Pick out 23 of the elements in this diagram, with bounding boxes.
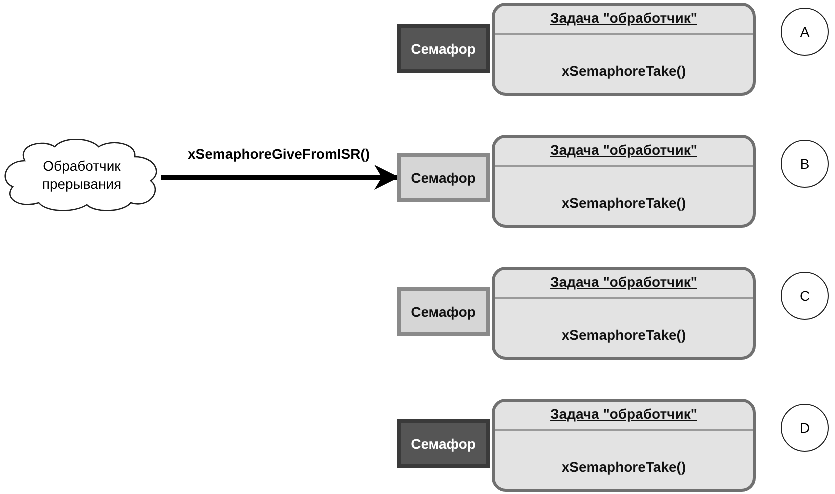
task-title: Задача "обработчик" [550,406,698,422]
task-title: Задача "обработчик" [550,10,698,26]
task-box [492,399,756,492]
task-box [492,135,756,228]
cloud-label: Обработчик прерывания [41,156,123,194]
function-call: xSemaphoreTake() [560,459,688,475]
function-call: xSemaphoreTake() [560,195,688,211]
state-marker-circle: C [781,272,829,320]
state-marker-circle: D [781,404,829,452]
semaphore-box: Семафор [397,287,490,336]
task-title: Задача "обработчик" [550,142,698,158]
semaphore-box: Семафор [397,153,490,202]
semaphore-box: Семафор [397,24,490,73]
arrow [161,165,400,190]
function-call: xSemaphoreTake() [560,327,688,343]
state-marker-circle: A [781,8,829,56]
edge-label: xSemaphoreGiveFromISR() [186,146,372,162]
task-title: Задача "обработчик" [550,274,698,290]
task-box [492,3,756,96]
task-box [492,267,756,360]
function-call: xSemaphoreTake() [560,63,688,79]
state-marker-circle: B [781,140,829,188]
semaphore-box: Семафор [397,419,490,468]
